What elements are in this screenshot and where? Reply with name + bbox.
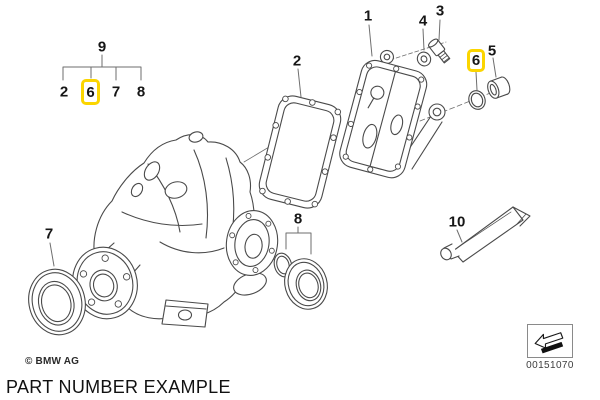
leader-lines <box>49 19 497 267</box>
shaft-seal-drawing <box>28 268 86 336</box>
diagram-stamp-box <box>527 324 573 358</box>
direction-arrow-icon <box>534 332 564 354</box>
sealant-tube-drawing <box>440 206 531 263</box>
callout-oring-6-highlight[interactable]: 6 <box>467 49 485 72</box>
tree-callout-6-highlight[interactable]: 6 <box>81 79 100 105</box>
gasket-drawing <box>258 95 342 209</box>
callout-seal-7[interactable]: 7 <box>44 225 54 243</box>
callout-bolt-3[interactable]: 3 <box>435 2 445 20</box>
plug-drawing <box>487 76 511 99</box>
bmw-copyright: © BMW AG <box>25 356 80 367</box>
callout-gasket-2[interactable]: 2 <box>292 52 302 70</box>
callout-group-9[interactable]: 9 <box>97 38 107 56</box>
diagram-part-number: 00151070 <box>526 360 574 371</box>
tree-callout-6: 6 <box>86 83 95 101</box>
callout-cover-1[interactable]: 1 <box>363 7 373 25</box>
tree-callout-7[interactable]: 7 <box>111 83 121 101</box>
bolt-drawing <box>428 38 451 64</box>
callout-seal-8[interactable]: 8 <box>293 210 303 228</box>
differential-housing-drawing <box>72 131 279 328</box>
callout-oring-6: 6 <box>471 52 481 69</box>
washer-drawing <box>416 51 432 67</box>
tree-callout-8[interactable]: 8 <box>136 83 146 101</box>
oring-drawing <box>468 90 486 110</box>
cover-drawing <box>339 49 446 179</box>
page-caption: PART NUMBER EXAMPLE <box>6 377 231 397</box>
callout-washer-4[interactable]: 4 <box>418 12 428 30</box>
callout-plug-5[interactable]: 5 <box>487 42 497 60</box>
flange-seal-drawing <box>284 258 328 310</box>
tree-callout-2[interactable]: 2 <box>59 83 69 101</box>
callout-sealant-10[interactable]: 10 <box>448 213 466 231</box>
